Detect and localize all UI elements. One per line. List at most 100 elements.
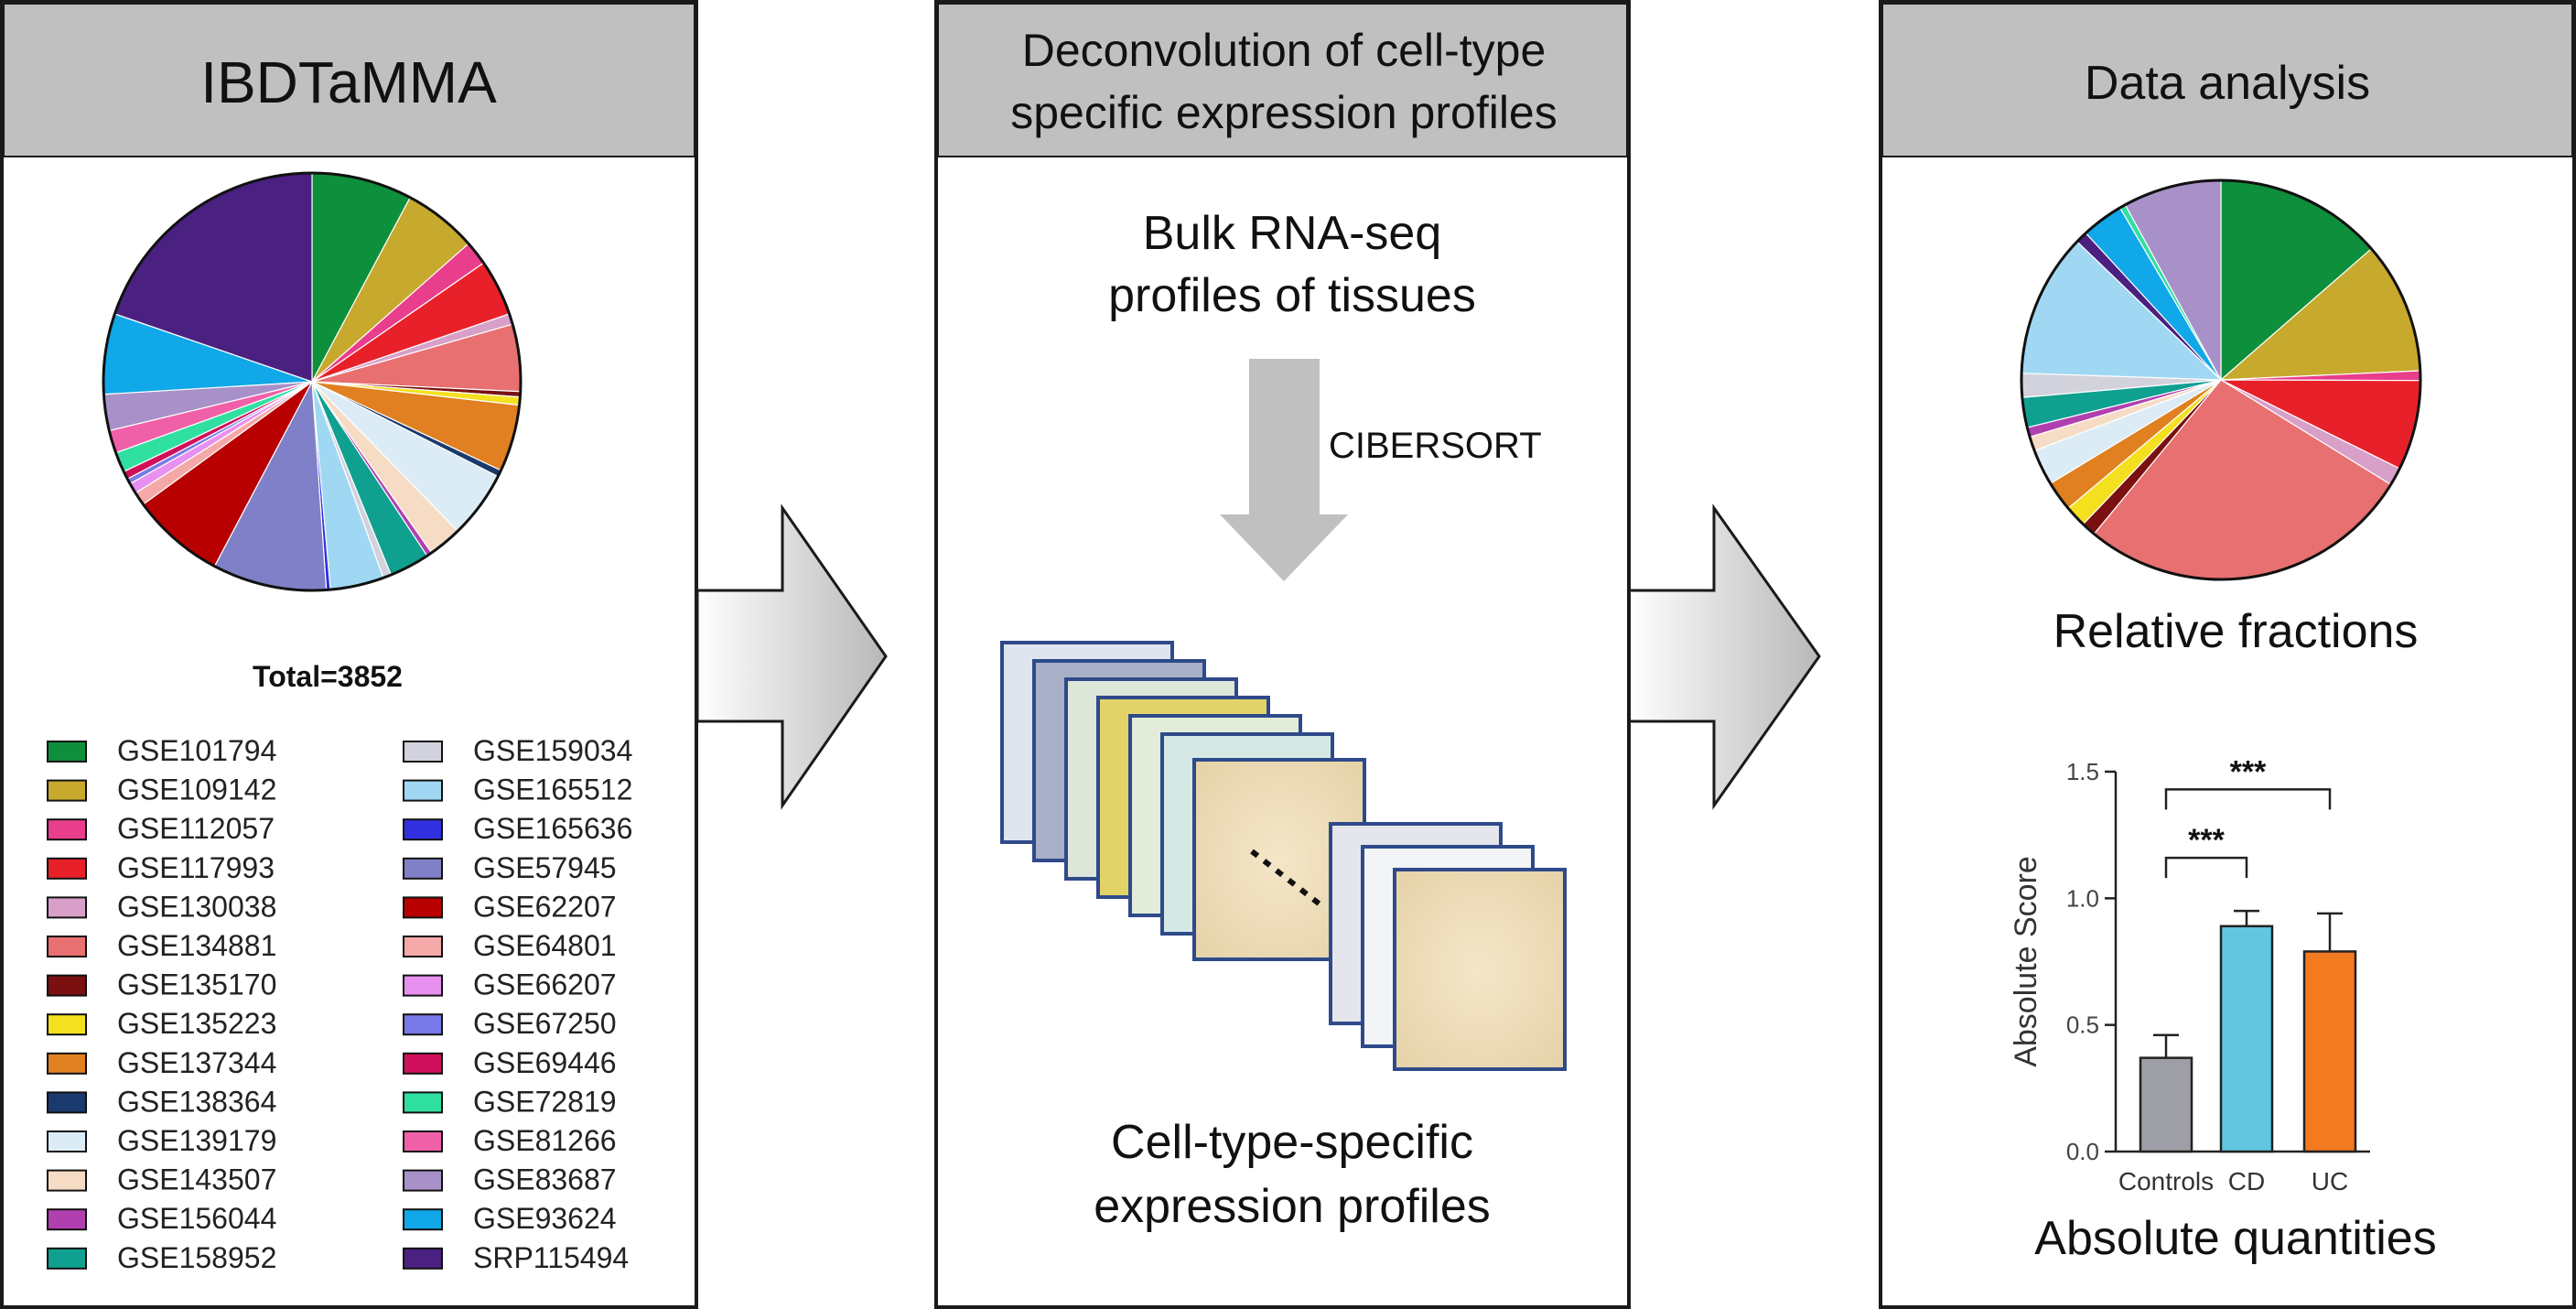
y-tick-label: 0.0 <box>2066 1138 2099 1165</box>
y-tick-label: 0.5 <box>2066 1012 2099 1039</box>
legend-swatch <box>403 818 443 841</box>
pie-caption: Relative fractions <box>2053 605 2419 658</box>
legend-item: GSE143507 <box>47 1163 276 1196</box>
legend-item: GSE165512 <box>403 774 632 806</box>
panel-data-analysis: Data analysis Relative fractions 0.0 0.5 1… <box>1879 0 2576 1309</box>
panel2-header <box>937 3 1628 157</box>
panel3-title: Data analysis <box>2085 57 2370 110</box>
panel-deconvolution: Deconvolution of cell-type specific expr… <box>934 0 1631 1309</box>
legend-label: SRP115494 <box>473 1241 629 1274</box>
y-tick-label: 1.0 <box>2066 884 2099 912</box>
legend-label: GSE156044 <box>117 1202 276 1235</box>
legend-swatch <box>47 1247 87 1270</box>
legend-swatch <box>47 741 87 763</box>
legend-label: GSE81266 <box>473 1124 617 1157</box>
legend-item: GSE83687 <box>403 1163 617 1196</box>
legend-label: GSE135223 <box>117 1007 276 1040</box>
legend-label: GSE66207 <box>473 968 617 1001</box>
legend-swatch <box>403 974 443 997</box>
legend-swatch <box>47 779 87 802</box>
x-tick-label: UC <box>2312 1167 2348 1195</box>
bar-controls <box>2139 1056 2193 1153</box>
method-label: CIBERSORT <box>1329 426 1542 466</box>
legend-label: GSE101794 <box>117 734 276 767</box>
legend-swatch <box>47 1013 87 1036</box>
legend-item: GSE81266 <box>403 1124 617 1157</box>
flow-arrow-2 <box>1627 503 1821 810</box>
dataset-pie-chart <box>102 171 523 592</box>
y-tick-label: 1.5 <box>2066 758 2099 785</box>
legend-swatch <box>403 857 443 880</box>
panel3-header <box>1881 3 2573 157</box>
legend-label: GSE93624 <box>473 1202 617 1235</box>
y-axis-label: Absolute Score <box>2009 856 2043 1067</box>
legend-swatch <box>47 974 87 997</box>
legend-swatch <box>403 936 443 957</box>
legend-item: GSE117993 <box>47 851 275 884</box>
legend-item: GSE165636 <box>403 812 632 845</box>
legend-label: GSE138364 <box>117 1085 276 1118</box>
legend-swatch <box>403 896 443 919</box>
legend-swatch <box>403 1247 443 1270</box>
legend-swatch <box>403 741 443 763</box>
legend-label: GSE67250 <box>473 1007 617 1040</box>
legend-item: GSE135223 <box>47 1007 276 1040</box>
legend-label: GSE117993 <box>117 851 275 884</box>
legend-swatch <box>47 1091 87 1114</box>
cell-profile-stack <box>1000 641 1567 1071</box>
result-profiles-line2: expression profiles <box>1094 1180 1491 1233</box>
bulk-profiles-line2: profiles of tissues <box>1108 269 1476 322</box>
bulk-profiles-line1: Bulk RNA-seq <box>1143 207 1442 260</box>
legend-swatch <box>403 1013 443 1036</box>
significance-bracket <box>2164 856 2248 879</box>
legend-label: GSE165636 <box>473 812 632 845</box>
legend-swatch <box>47 896 87 919</box>
legend-swatch <box>47 857 87 880</box>
down-arrow-icon <box>1220 359 1348 581</box>
legend-item: GSE158952 <box>47 1241 276 1274</box>
relative-fractions-pie-chart <box>2020 178 2422 581</box>
legend-swatch <box>47 1169 87 1192</box>
legend-label: GSE139179 <box>117 1124 276 1157</box>
legend-swatch <box>47 1052 87 1075</box>
legend-item: GSE69446 <box>403 1046 617 1079</box>
legend-label: GSE64801 <box>473 929 617 962</box>
legend-swatch <box>47 936 87 957</box>
legend-item: GSE134881 <box>47 929 276 962</box>
result-profiles-line1: Cell-type-specific <box>1111 1116 1473 1169</box>
significance-stars: *** <box>2230 754 2267 789</box>
bar-caption: Absolute quantities <box>2034 1212 2436 1265</box>
legend-label: GSE134881 <box>117 929 276 962</box>
bar-cd <box>2219 925 2274 1153</box>
legend-item: GSE112057 <box>47 812 275 845</box>
flow-arrow-1 <box>695 503 888 810</box>
legend-label: GSE83687 <box>473 1163 617 1196</box>
legend-swatch <box>403 1169 443 1192</box>
legend-label: GSE143507 <box>117 1163 276 1196</box>
legend-item: GSE67250 <box>403 1007 617 1040</box>
legend-swatch <box>403 1091 443 1114</box>
legend-item: GSE72819 <box>403 1085 617 1118</box>
legend-item: GSE137344 <box>47 1046 276 1079</box>
panel2-title-line2: specific expression profiles <box>1010 87 1557 138</box>
legend-item: GSE130038 <box>47 890 276 923</box>
profile-frame <box>1393 868 1567 1071</box>
legend-swatch <box>403 779 443 802</box>
significance-bracket <box>2164 788 2332 810</box>
panel-ibdtamma: IBDTaMMA Total=3852 GSE101794GSE109142GS… <box>0 0 698 1309</box>
legend-swatch <box>403 1130 443 1152</box>
x-tick-label: CD <box>2228 1167 2265 1195</box>
legend-swatch <box>47 1130 87 1152</box>
legend-item: GSE101794 <box>47 734 276 767</box>
legend-label: GSE62207 <box>473 890 617 923</box>
bar-uc <box>2302 950 2357 1153</box>
legend-swatch <box>403 1208 443 1231</box>
legend-swatch <box>47 1208 87 1231</box>
legend-label: GSE137344 <box>117 1046 276 1079</box>
legend-item: GSE139179 <box>47 1124 276 1157</box>
legend-item: GSE109142 <box>47 774 276 806</box>
legend-item: GSE93624 <box>403 1202 617 1235</box>
total-label: Total=3852 <box>253 660 403 693</box>
